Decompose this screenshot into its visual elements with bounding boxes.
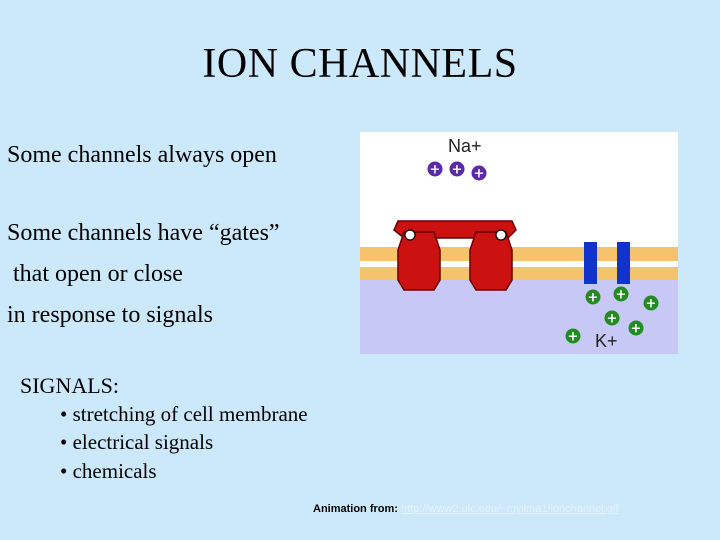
na-label: Na+ [448, 136, 482, 156]
channel-left-subunit [397, 231, 441, 291]
potassium-ions: + + + + + + [565, 286, 659, 345]
k-ion [613, 286, 629, 302]
na-ion-plus-icon: + [430, 163, 441, 178]
open-channel [584, 242, 630, 284]
text-line-always-open: Some channels always open [7, 142, 277, 168]
k-ion-plus-icon: + [568, 330, 579, 345]
ion-channel-figure: Na+ + + + + + [360, 132, 678, 354]
signal-bullet-chemicals: • chemicals [60, 459, 157, 483]
na-ion [427, 161, 443, 177]
sodium-ions: + + + [427, 161, 487, 182]
k-ion [643, 295, 659, 311]
k-ion [604, 310, 620, 326]
na-ion [471, 165, 487, 181]
k-ion-plus-icon: + [646, 297, 657, 312]
k-label: K+ [595, 331, 618, 351]
text-line-gates: Some channels have “gates” [7, 220, 280, 246]
channel-right-subunit [469, 231, 513, 291]
text-line-open-close: that open or close [7, 261, 183, 287]
gated-channel [393, 220, 517, 291]
na-ion-plus-icon: + [452, 163, 463, 178]
k-ion-plus-icon: + [607, 312, 618, 327]
k-ion-plus-icon: + [631, 322, 642, 337]
text-line-signals: in response to signals [7, 302, 213, 328]
k-ion [565, 328, 581, 344]
credit-link[interactable]: http://www2.uic.edu/~myilma1/ionchannel.… [401, 503, 619, 515]
membrane-gap [360, 261, 678, 267]
na-ion [449, 161, 465, 177]
na-ion-plus-icon: + [474, 167, 485, 182]
slide-title: ION CHANNELS [202, 41, 518, 87]
k-ion-plus-icon: + [588, 291, 599, 306]
k-ion-plus-icon: + [616, 288, 627, 303]
k-ion [628, 320, 644, 336]
ion-channel-diagram: Na+ + + + + + [360, 136, 678, 354]
signals-heading: SIGNALS: [20, 373, 120, 398]
open-channel-right-wall [617, 242, 630, 284]
k-ion [585, 289, 601, 305]
animation-credit: Animation from: http://www2.uic.edu/~myi… [313, 503, 618, 515]
signal-bullet-stretching: • stretching of cell membrane [60, 402, 308, 426]
credit-prefix: Animation from: [313, 503, 398, 515]
gate-hinge-left [404, 229, 416, 241]
cytoplasm-region [360, 280, 678, 354]
gate-hinge-right [495, 229, 507, 241]
open-channel-left-wall [584, 242, 597, 284]
signal-bullet-electrical: • electrical signals [60, 430, 214, 454]
